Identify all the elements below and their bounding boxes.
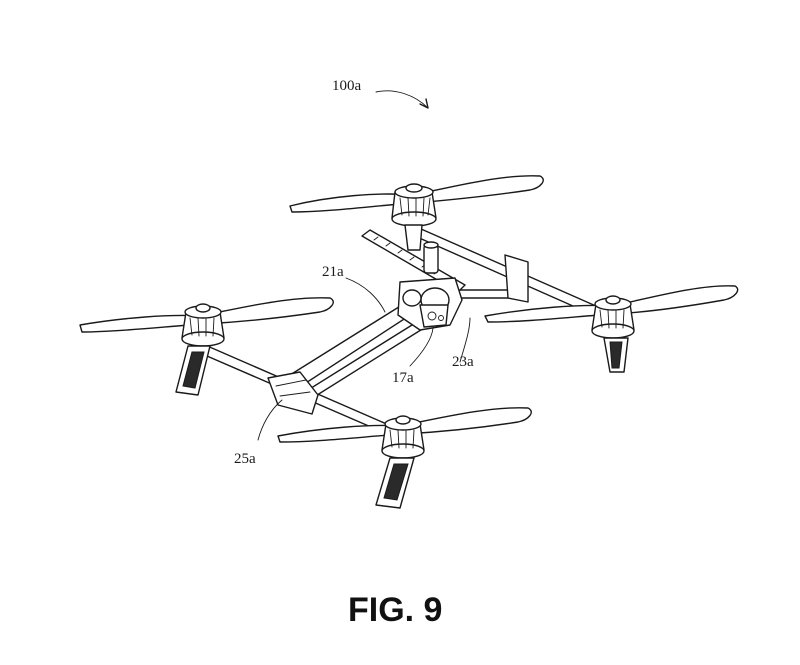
propeller-front (277, 407, 532, 443)
propeller-right (484, 285, 739, 323)
label-side-strut: 23a (452, 354, 474, 370)
center-body (397, 241, 529, 331)
label-center-body: 17a (392, 370, 414, 386)
motor-left (79, 297, 334, 396)
label-assembly: 100a (332, 78, 362, 94)
figure-caption: FIG. 9 (348, 591, 442, 629)
arm-assembly (199, 224, 606, 441)
arm-joint (267, 371, 319, 415)
label-arm-joint: 25a (234, 451, 256, 467)
leader-lines (257, 90, 471, 441)
label-front-arm: 21a (322, 264, 344, 280)
motor-top (289, 175, 544, 251)
motor-right (484, 285, 739, 373)
motor-front (277, 407, 532, 509)
